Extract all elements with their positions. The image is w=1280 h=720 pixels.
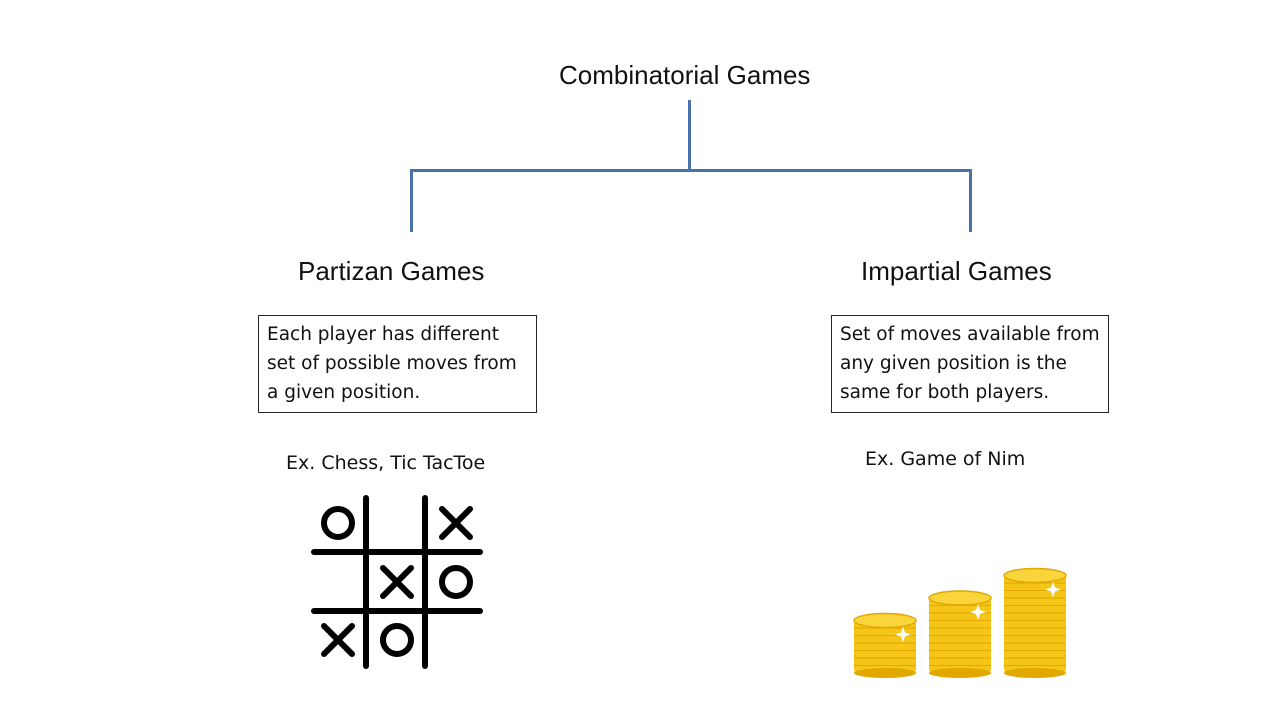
- sparkle-icon: [970, 604, 986, 620]
- impartial-example: Ex. Game of Nim: [865, 448, 1026, 470]
- connector-right: [969, 169, 972, 232]
- coin-stack: [928, 590, 992, 678]
- coin-stack-body: [1004, 575, 1066, 673]
- coin-stack: [853, 612, 917, 678]
- connector-root: [688, 100, 691, 172]
- coin-bottom: [854, 668, 916, 678]
- coin-top: [853, 612, 917, 629]
- coin-top: [1003, 567, 1067, 584]
- x-mark: [380, 565, 414, 599]
- connector-horizontal: [410, 169, 972, 172]
- coin-stacks-icon: [853, 567, 1067, 678]
- coin-bottom: [929, 668, 991, 678]
- impartial-title: Impartial Games: [861, 256, 1052, 286]
- x-mark: [439, 506, 473, 540]
- x-stroke: [380, 565, 414, 599]
- o-mark: [380, 623, 414, 657]
- sparkle-icon: [895, 626, 911, 643]
- o-mark: [439, 565, 473, 599]
- connector-left: [410, 169, 413, 232]
- partizan-description: Each player has different set of possibl…: [258, 315, 537, 413]
- partizan-example: Ex. Chess, Tic TacToe: [286, 452, 486, 474]
- x-stroke: [439, 506, 473, 540]
- x-stroke: [321, 623, 355, 657]
- coin-top: [928, 590, 992, 606]
- x-mark: [321, 623, 355, 657]
- tictactoe-icon: [311, 495, 483, 669]
- root-node-title: Combinatorial Games: [559, 60, 811, 90]
- coin-stack: [1003, 567, 1067, 678]
- impartial-description: Set of moves available from any given po…: [831, 315, 1109, 413]
- o-mark: [321, 506, 355, 540]
- coin-bottom: [1004, 668, 1066, 678]
- sparkle-icon: [1045, 581, 1061, 598]
- partizan-title: Partizan Games: [298, 256, 485, 286]
